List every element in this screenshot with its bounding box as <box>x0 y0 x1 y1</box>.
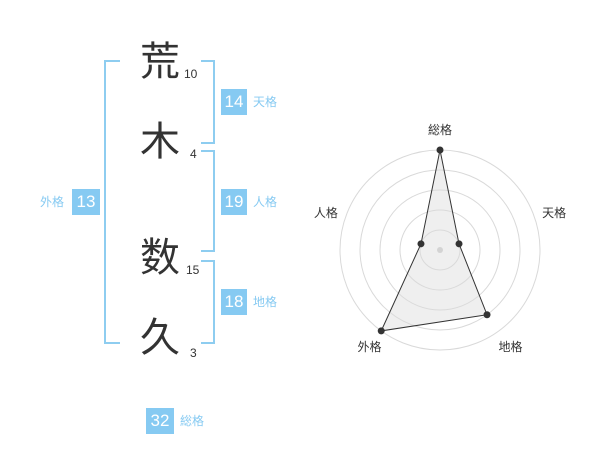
radar-axis-label-3: 地格 <box>499 339 523 354</box>
name-char-3: 数 <box>140 235 180 281</box>
radar-point-5 <box>417 240 425 248</box>
radar-point-2 <box>455 240 463 248</box>
jinkaku-label: 人格 <box>253 195 278 209</box>
tenkaku-label: 天格 <box>253 95 278 109</box>
radar-point-1 <box>436 146 444 154</box>
radar-axis-label-1: 総格 <box>428 122 452 137</box>
radar-ring-1 <box>419 229 461 271</box>
radar-axis-label-4: 外格 <box>357 339 381 354</box>
radar-center-dot <box>437 247 443 253</box>
radar-chart: 総格天格地格 外格 人格 <box>300 110 600 370</box>
jinkaku-bracket <box>201 150 215 252</box>
name-char-2-strokes: 4 <box>190 147 197 161</box>
radar-axis-label-5: 人格 <box>314 205 338 220</box>
radar-point-4 <box>377 327 385 335</box>
radar-axis-label-2: 天格 <box>542 205 566 220</box>
name-char-4: 久 <box>140 315 180 361</box>
radar-ring-3 <box>379 189 501 311</box>
jinkaku-score: 19 <box>221 189 247 215</box>
chikaku-label: 地格 <box>253 295 278 309</box>
chikaku-bracket <box>201 260 215 344</box>
radar-ring-2 <box>399 209 481 291</box>
name-char-3-strokes: 15 <box>186 263 200 277</box>
gaikaku-label: 外格 <box>40 195 65 209</box>
soukaku-score: 32 <box>146 408 174 434</box>
gaikaku-bracket <box>104 60 120 344</box>
tenkaku-score: 14 <box>221 89 247 115</box>
radar-point-3 <box>483 311 491 319</box>
tenkaku-bracket <box>201 60 215 144</box>
name-char-4-strokes: 3 <box>190 346 197 360</box>
radar-polygon <box>380 149 488 332</box>
chikaku-score: 18 <box>221 289 247 315</box>
name-char-2: 木 <box>140 119 180 165</box>
name-char-1-strokes: 10 <box>184 67 198 81</box>
soukaku-label: 総格 <box>180 414 205 428</box>
gaikaku-score: 13 <box>72 189 100 215</box>
radar-ring-4 <box>359 169 521 331</box>
name-char-1: 荒 <box>140 39 180 85</box>
